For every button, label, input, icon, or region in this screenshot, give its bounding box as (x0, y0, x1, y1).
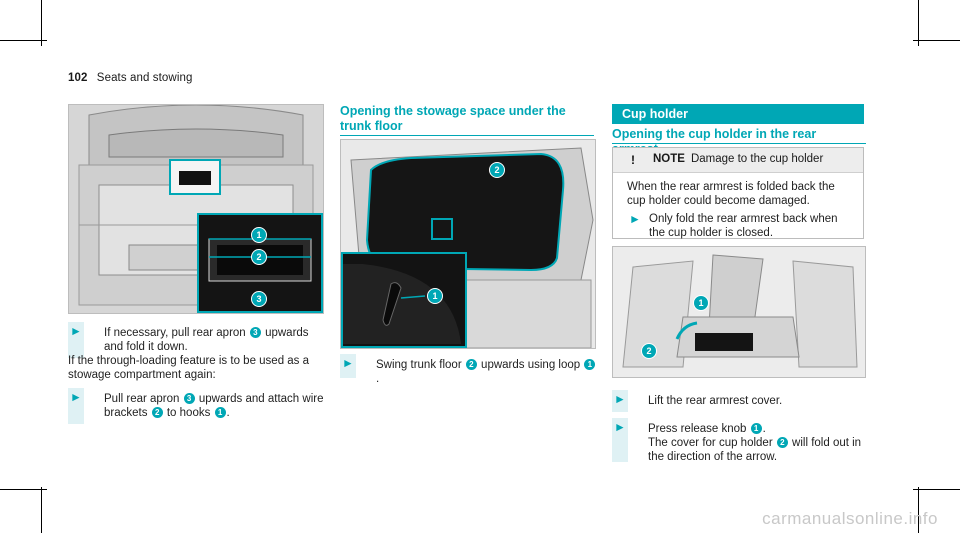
step-swing-trunk-floor: ► Swing trunk floor 2 upwards using loop… (340, 354, 598, 385)
step-arrow-icon: ► (612, 390, 628, 412)
step-arrow-icon: ► (340, 354, 356, 378)
step-attach-brackets: ► Pull rear apron 3 upwards and attach w… (68, 388, 326, 424)
ref-badge: 1 (750, 423, 762, 435)
step-text: Lift the rear armrest cover. (648, 395, 783, 407)
note-box: ! NOTE Damage to the cup holder When the … (612, 147, 864, 239)
armrest-figure: 1 2 (612, 246, 866, 378)
ref-badge: 2 (776, 437, 788, 449)
ref-badge: 2 (151, 407, 163, 419)
step-arrow-icon: ► (629, 212, 641, 226)
callout-1: 1 (251, 227, 267, 243)
ref-badge: 2 (465, 359, 477, 371)
step-pull-apron-down: ► If necessary, pull rear apron 3 upward… (68, 322, 326, 358)
crop-mark (41, 0, 42, 46)
trunk-floor-figure: 2 1 (340, 139, 596, 349)
crop-mark (918, 487, 919, 533)
stowage-section-title: Opening the stowage space under the trun… (340, 104, 566, 133)
step-press-release-knob: ► Press release knob 1. The cover for cu… (612, 418, 870, 463)
crop-mark (918, 0, 919, 46)
page-header: 102 Seats and stowing (68, 72, 192, 84)
note-body: When the rear armrest is folded back the… (627, 181, 835, 207)
step-arrow-icon: ► (68, 388, 84, 424)
loop-highlight (431, 218, 453, 240)
loop-detail-inset: 1 (341, 252, 467, 348)
step-arrow-icon: ► (68, 322, 84, 358)
callout-1: 1 (693, 295, 709, 311)
step-text: Only fold the rear armrest back when the… (649, 213, 838, 239)
step-text: Press release knob 1. The cover for cup … (648, 423, 862, 463)
callout-1: 1 (427, 288, 443, 304)
ref-badge: 1 (584, 359, 596, 371)
callout-3: 3 (251, 291, 267, 307)
note-header: ! NOTE Damage to the cup holder (613, 148, 863, 173)
page-number: 102 (68, 72, 88, 84)
ref-badge: 3 (183, 393, 195, 405)
callout-2: 2 (251, 249, 267, 265)
step-text: If necessary, pull rear apron 3 upwards … (104, 327, 309, 353)
callout-2: 2 (489, 162, 505, 178)
watermark: carmanualsonline.info (762, 509, 938, 528)
note-step: ► Only fold the rear armrest back when t… (627, 212, 855, 239)
crop-mark (913, 489, 960, 490)
section-rule (340, 135, 594, 136)
trunk-floor-illustration (341, 140, 595, 348)
section-name: Seats and stowing (96, 72, 193, 84)
crop-mark (913, 40, 960, 41)
ref-badge: 3 (249, 327, 261, 339)
crop-mark (0, 40, 47, 41)
section-rule (612, 143, 866, 144)
cup-holder-bar: Cup holder (612, 104, 864, 124)
step-arrow-icon: ► (612, 418, 628, 462)
step-text: Pull rear apron 3 upwards and attach wir… (104, 393, 324, 419)
trunk-figure: 1 2 3 (68, 104, 324, 314)
note-heading: Damage to the cup holder (690, 153, 824, 165)
step-lift-armrest-cover: ► Lift the rear armrest cover. (612, 390, 870, 412)
armrest-illustration (613, 247, 865, 377)
loop-detail-illustration (343, 254, 465, 346)
apron-detail-inset: 1 2 3 (197, 213, 323, 313)
crop-mark (41, 487, 42, 533)
warning-icon: ! (631, 153, 635, 167)
callout-2: 2 (641, 343, 657, 359)
step-text: Swing trunk floor 2 upwards using loop 1… (376, 358, 598, 386)
through-loading-paragraph: If the through-loading feature is to be … (68, 355, 310, 381)
ref-badge: 1 (214, 407, 226, 419)
crop-mark (0, 489, 47, 490)
rear-apron-highlight (169, 159, 221, 195)
note-label: NOTE (653, 153, 685, 165)
